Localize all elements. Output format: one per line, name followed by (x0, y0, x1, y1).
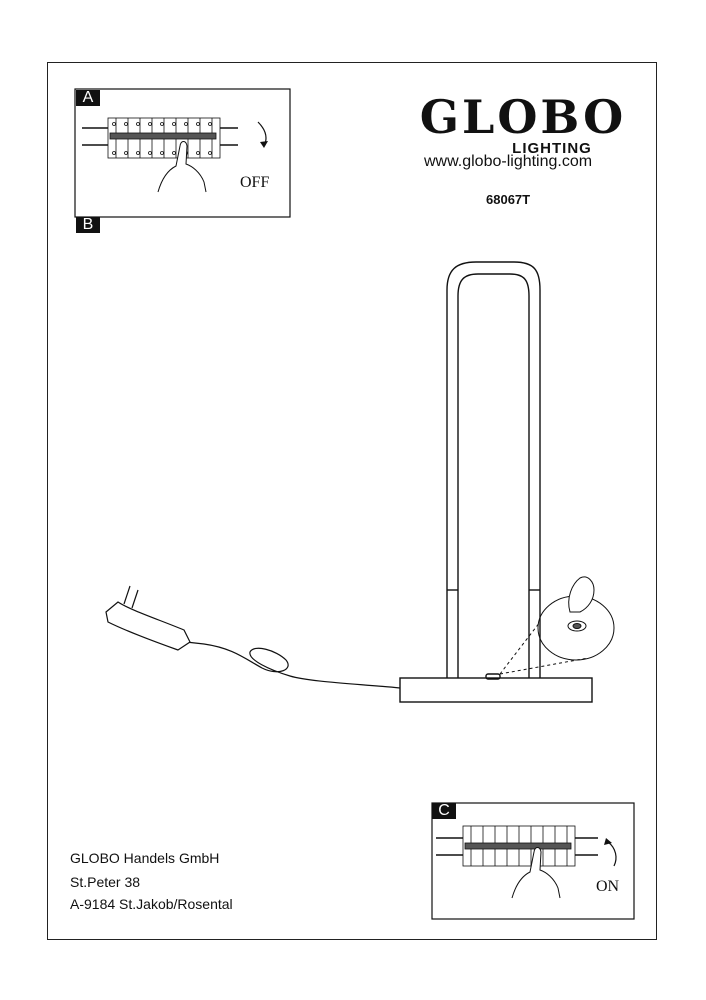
page-frame (47, 62, 657, 940)
arrow-up-icon (607, 841, 617, 867)
brand-logo: GLOBO LIGHTING (416, 94, 630, 157)
brand-sub: LIGHTING (512, 140, 592, 157)
address-line-3: A-9184 St.Jakob/Rosental (70, 896, 233, 912)
brand-name: GLOBO (419, 90, 627, 144)
step-a-badge: A (76, 90, 100, 106)
hand-c-icon (511, 847, 561, 899)
touch-switch-detail (499, 576, 615, 675)
power-adapter (105, 585, 401, 689)
on-label: ON (596, 878, 620, 895)
brand-url: www.globo-lighting.com (424, 153, 593, 170)
model-number: 68067T (486, 192, 531, 207)
hand-a-icon (157, 141, 207, 193)
step-b-badge: B (76, 217, 100, 233)
address-line-2: St.Peter 38 (70, 874, 141, 890)
step-c-badge: C (432, 803, 456, 819)
address-line-1: GLOBO Handels GmbH (70, 850, 220, 866)
lamp-illustration (399, 261, 593, 703)
breaker-strip-a (82, 117, 238, 159)
breaker-strip-c (436, 825, 598, 867)
off-label: OFF (240, 174, 270, 191)
panel-a-box (74, 88, 291, 218)
panel-c-box (431, 802, 635, 920)
